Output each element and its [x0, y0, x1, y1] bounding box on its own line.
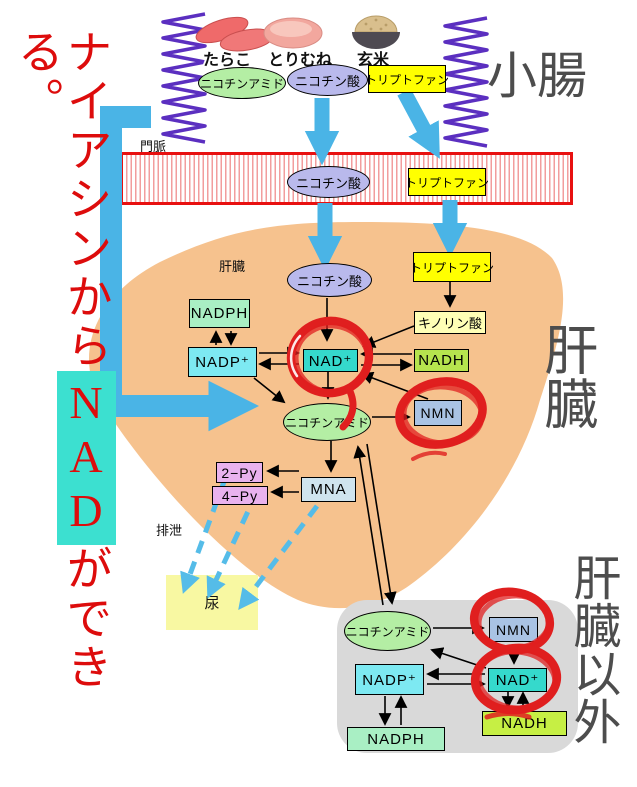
node-portal-nicotinic-acid: ニコチン酸: [287, 166, 370, 198]
node-liver-nmn: NMN: [414, 400, 462, 426]
urine-label: 尿: [204, 595, 220, 612]
node-nonliver-nadp: NADP⁺: [355, 664, 424, 695]
node-liver-mna: MNA: [301, 477, 356, 502]
node-liver-nadh: NADH: [414, 349, 469, 372]
node-nonliver-nad: NAD⁺: [488, 668, 547, 692]
node-liver-nicotinic-acid: ニコチン酸: [287, 263, 372, 297]
small-intestine-label: 小腸: [487, 48, 587, 104]
node-liver-quinolinic-acid: キノリン酸: [414, 311, 486, 334]
title-pre: ナイアシンから: [60, 28, 112, 371]
food-torimune-icon: [263, 17, 323, 49]
title-post: ができる。: [11, 28, 112, 692]
node-nonliver-nicotinamide: ニコチンアミド: [344, 611, 431, 651]
node-intestine-nicotinic-acid: ニコチン酸: [287, 64, 368, 96]
node-liver-nad: NAD⁺: [303, 349, 358, 372]
intestine-coil-right-icon: [443, 16, 489, 148]
food-genmai-label: 玄米: [357, 52, 390, 69]
food-genmai-icon: [352, 15, 400, 49]
node-intestine-tryptophan: トリプトファン: [365, 65, 449, 93]
node-liver-2py: 2−Py: [216, 462, 263, 483]
title-nad-highlight: NAD: [56, 371, 116, 545]
liver-large-label: 肝臓: [535, 322, 596, 430]
excretion-label: 排泄: [156, 523, 183, 538]
portal-vein-label: 門脈: [140, 139, 167, 154]
node-intestine-nicotinamide: ニコチンアミド: [198, 67, 286, 99]
node-liver-nadp: NADP⁺: [188, 347, 257, 377]
liver-small-label: 肝臓: [219, 259, 246, 274]
node-nonliver-nmn: NMN: [489, 617, 538, 642]
node-liver-nadph: NADPH: [189, 299, 250, 328]
node-liver-tryptophan: トリプトファン: [410, 252, 494, 282]
main-title: ナイアシンからNADができる。: [11, 28, 116, 784]
non-liver-label: 肝臓以外: [565, 553, 619, 745]
node-liver-nicotinamide: ニコチンアミド: [283, 403, 371, 441]
node-nonliver-nadph: NADPH: [347, 727, 445, 751]
node-portal-tryptophan: トリプトファン: [405, 168, 489, 196]
food-tarako-label: たらこ: [203, 52, 252, 69]
urine-box: 尿: [166, 575, 258, 630]
node-nonliver-nadh: NADH: [482, 711, 567, 736]
node-liver-4py: 4−Py: [212, 486, 268, 505]
